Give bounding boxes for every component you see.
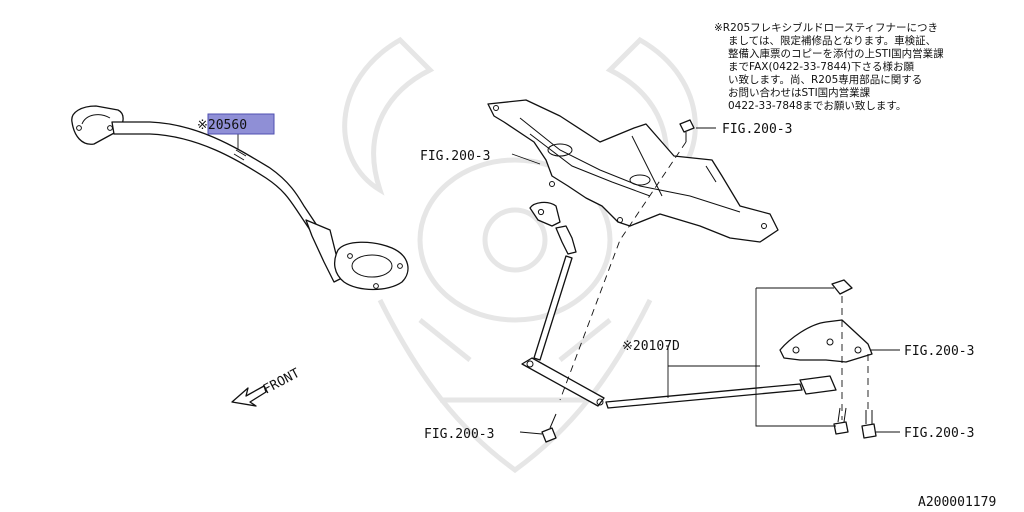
note-line: お問い合わせはSTI国内営業課 (728, 86, 871, 99)
front-crossmember[interactable] (487, 99, 779, 243)
note-line: までFAX(0422-33-7844)下さる様お願 (728, 60, 915, 73)
rear-bolt-left[interactable] (833, 407, 849, 435)
callout-20560[interactable]: ※20560 (197, 118, 247, 133)
note-block: ※R205フレキシブルドロースティフナーにつき ましては、限定補修品となります。… (714, 21, 944, 112)
note-line: ましては、限定補修品となります。車検証、 (728, 34, 936, 47)
note-line: 0422-33-7848までお願い致します。 (728, 99, 906, 112)
note-line: 整備入庫票のコピーを添付の上STI国内営業課 (728, 47, 944, 60)
figure-id: A200001179 (918, 495, 996, 510)
rear-bolt-right[interactable] (861, 410, 877, 439)
draw-stiffener-rod-vertical[interactable] (533, 225, 577, 361)
note-line: ※R205フレキシブルドロースティフナーにつき (714, 21, 938, 34)
draw-stiffener-rod-horizontal[interactable] (605, 375, 837, 409)
callout-fig-bolts[interactable]: FIG.200-3 (904, 426, 974, 441)
lower-bolt[interactable] (541, 413, 557, 443)
note-line: い致します。尚、R205専用部品に関する (728, 73, 922, 86)
front-arrow-icon (231, 385, 267, 407)
callout-fig-crossmember-left[interactable]: FIG.200-3 (420, 149, 490, 164)
callout-fig-lower-bolt[interactable]: FIG.200-3 (424, 427, 494, 442)
draw-stiffener-rear-bracket[interactable] (779, 319, 873, 363)
callout-fig-bracket[interactable]: FIG.200-3 (904, 344, 974, 359)
draw-stiffener-lower-link[interactable] (521, 357, 605, 407)
callout-fig-crossmember-top[interactable]: FIG.200-3 (722, 122, 792, 137)
part-20560-highlight (207, 113, 275, 135)
draw-stiffener-upper-bracket[interactable] (529, 201, 561, 227)
front-label: FRONT (261, 366, 303, 398)
callout-20107d[interactable]: ※20107D (622, 339, 680, 354)
watermark-emblem (342, 36, 698, 474)
leader-lines (237, 127, 900, 435)
strut-tower-bar[interactable] (71, 105, 409, 291)
crossmember-bolt[interactable] (679, 119, 695, 142)
bracket-nut[interactable] (831, 279, 853, 295)
assembly-guides (559, 141, 869, 420)
